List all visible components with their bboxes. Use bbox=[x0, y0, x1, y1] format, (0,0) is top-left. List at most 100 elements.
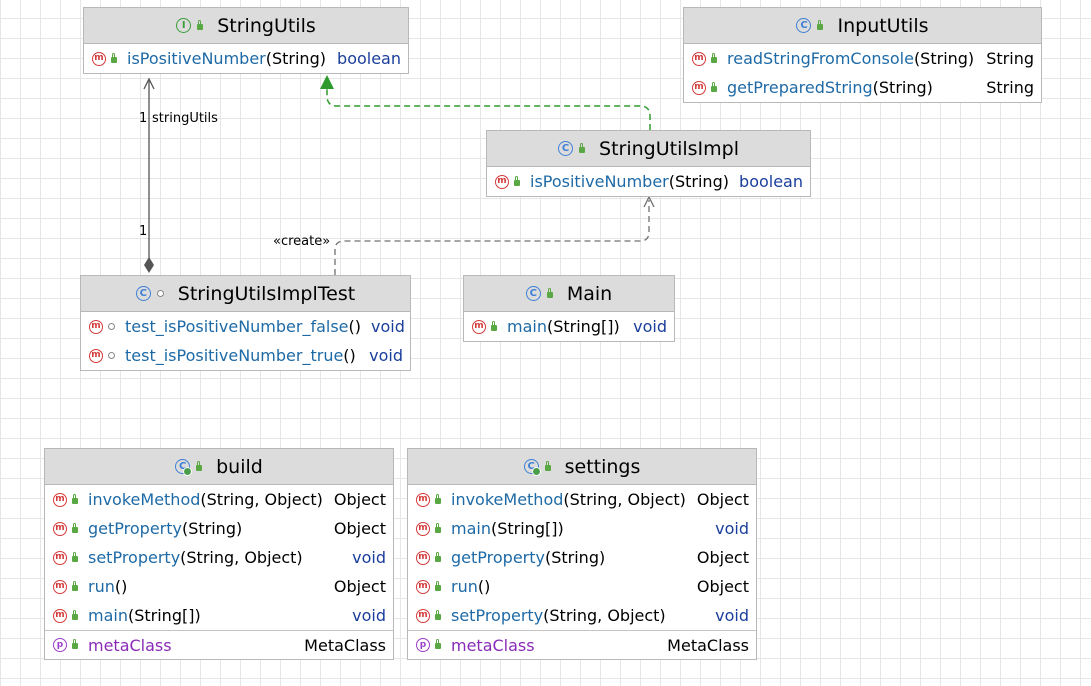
property-row[interactable]: p metaClass MetaClass bbox=[408, 630, 756, 659]
method-return-type: void bbox=[715, 606, 749, 625]
method-row[interactable]: m invokeMethod (String, Object) Object bbox=[408, 485, 756, 514]
method-name: getPreparedString bbox=[727, 78, 873, 97]
method-row[interactable]: m run () Object bbox=[408, 572, 756, 601]
method-icon: m bbox=[53, 521, 67, 536]
method-return-type: void bbox=[369, 346, 403, 365]
class-main[interactable]: C Main m main (String[]) void bbox=[463, 275, 675, 342]
method-icon: m bbox=[53, 608, 67, 623]
public-access-icon bbox=[72, 493, 78, 504]
method-params: (String, Object) bbox=[543, 606, 666, 625]
method-params: (String) bbox=[668, 172, 729, 191]
method-row[interactable]: m invokeMethod (String, Object) Object bbox=[45, 485, 393, 514]
method-return-type: boolean bbox=[739, 172, 803, 191]
class-header: C build bbox=[45, 449, 393, 485]
method-params: (String) bbox=[265, 49, 326, 68]
class-name: StringUtilsImpl bbox=[599, 137, 739, 160]
interface-icon: I bbox=[176, 18, 192, 33]
public-access-icon bbox=[435, 580, 441, 591]
method-params: (String) bbox=[544, 548, 606, 567]
method-icon: m bbox=[53, 579, 67, 594]
method-name: main bbox=[88, 606, 128, 625]
method-row[interactable]: m readStringFromConsole (String) String bbox=[684, 44, 1041, 73]
class-stringutils[interactable]: I StringUtils m isPositiveNumber (String… bbox=[83, 7, 409, 74]
method-return-type: Object bbox=[333, 490, 386, 509]
public-access-icon bbox=[817, 19, 824, 30]
class-stringutilsimpl[interactable]: C StringUtilsImpl m isPositiveNumber (St… bbox=[486, 130, 811, 197]
public-access-icon bbox=[111, 52, 117, 63]
method-return-type: void bbox=[715, 519, 749, 538]
class-name: Main bbox=[566, 282, 613, 305]
class-icon: C bbox=[525, 286, 541, 301]
method-params: (String, Object) bbox=[563, 490, 686, 509]
property-type: MetaClass bbox=[304, 635, 386, 655]
method-return-type: String bbox=[986, 78, 1034, 97]
method-name: readStringFromConsole bbox=[727, 49, 914, 68]
property-row[interactable]: p metaClass MetaClass bbox=[45, 630, 393, 659]
method-icon: m bbox=[53, 550, 67, 565]
association-arrowhead bbox=[143, 77, 155, 90]
property-type: MetaClass bbox=[667, 635, 749, 655]
method-row[interactable]: m isPositiveNumber (String) boolean bbox=[84, 44, 408, 73]
method-icon: m bbox=[89, 348, 103, 363]
class-header: C Main bbox=[464, 276, 674, 312]
package-access-icon bbox=[108, 352, 115, 359]
public-access-icon bbox=[72, 522, 78, 533]
method-icon: m bbox=[416, 579, 430, 594]
method-row[interactable]: m isPositiveNumber (String) boolean bbox=[487, 167, 810, 196]
create-stereotype-label: «create» bbox=[273, 234, 331, 249]
method-icon: m bbox=[416, 492, 430, 507]
method-name: invokeMethod bbox=[88, 490, 201, 509]
method-name: setProperty bbox=[451, 606, 544, 625]
method-row[interactable]: m getPreparedString (String) String bbox=[684, 73, 1041, 102]
package-access-icon bbox=[156, 290, 164, 297]
method-row[interactable]: m getProperty (String) Object bbox=[408, 543, 756, 572]
property-icon: p bbox=[416, 638, 430, 652]
method-return-type: Object bbox=[696, 548, 749, 567]
property-name: metaClass bbox=[88, 635, 172, 655]
method-row[interactable]: m run () Object bbox=[45, 572, 393, 601]
method-return-type: void bbox=[352, 606, 386, 625]
method-params: () bbox=[477, 577, 491, 596]
method-row[interactable]: m getProperty (String) Object bbox=[45, 514, 393, 543]
method-row[interactable]: m main (String[]) void bbox=[408, 514, 756, 543]
method-params: (String[]) bbox=[127, 606, 201, 625]
class-inpututils[interactable]: C InputUtils m readStringFromConsole (St… bbox=[683, 7, 1042, 103]
script-class-icon: C bbox=[175, 459, 193, 476]
method-row[interactable]: m setProperty (String, Object) void bbox=[45, 543, 393, 572]
method-row[interactable]: m setProperty (String, Object) void bbox=[408, 601, 756, 630]
method-row[interactable]: m main (String[]) void bbox=[45, 601, 393, 630]
method-return-type: void bbox=[633, 317, 667, 336]
class-build[interactable]: C build m invokeMethod (String, Object) … bbox=[44, 448, 394, 660]
public-access-icon bbox=[435, 551, 441, 562]
public-access-icon bbox=[514, 175, 520, 186]
method-return-type: boolean bbox=[337, 49, 401, 68]
method-params: (String) bbox=[913, 49, 975, 68]
method-row[interactable]: m main (String[]) void bbox=[464, 312, 674, 341]
method-return-type: String bbox=[986, 49, 1034, 68]
method-row[interactable]: m test_isPositiveNumber_false () void bbox=[81, 312, 410, 341]
public-access-icon bbox=[711, 52, 717, 63]
method-name: run bbox=[451, 577, 478, 596]
method-icon: m bbox=[92, 51, 106, 66]
class-name: InputUtils bbox=[837, 14, 929, 37]
association-multiplicity-top: 1 bbox=[139, 111, 148, 126]
method-icon: m bbox=[416, 521, 430, 536]
method-return-type: Object bbox=[696, 490, 749, 509]
class-stringutilsimpltest[interactable]: C StringUtilsImplTest m test_isPositiveN… bbox=[80, 275, 411, 371]
public-access-icon bbox=[711, 81, 717, 92]
method-return-type: void bbox=[371, 317, 405, 336]
public-access-icon bbox=[435, 639, 441, 649]
realization-arrowhead bbox=[320, 75, 334, 89]
class-header: C StringUtilsImpl bbox=[487, 131, 810, 167]
method-icon: m bbox=[692, 51, 706, 66]
method-return-type: Object bbox=[696, 577, 749, 596]
method-row[interactable]: m test_isPositiveNumber_true () void bbox=[81, 341, 410, 370]
create-dependency-arrowhead bbox=[643, 195, 655, 208]
class-settings[interactable]: C settings m invokeMethod (String, Objec… bbox=[407, 448, 757, 660]
method-name: invokeMethod bbox=[451, 490, 564, 509]
method-name: getProperty bbox=[451, 548, 545, 567]
method-name: main bbox=[451, 519, 491, 538]
public-access-icon bbox=[435, 609, 441, 620]
method-params: (String[]) bbox=[546, 317, 620, 336]
class-icon: C bbox=[558, 141, 574, 156]
